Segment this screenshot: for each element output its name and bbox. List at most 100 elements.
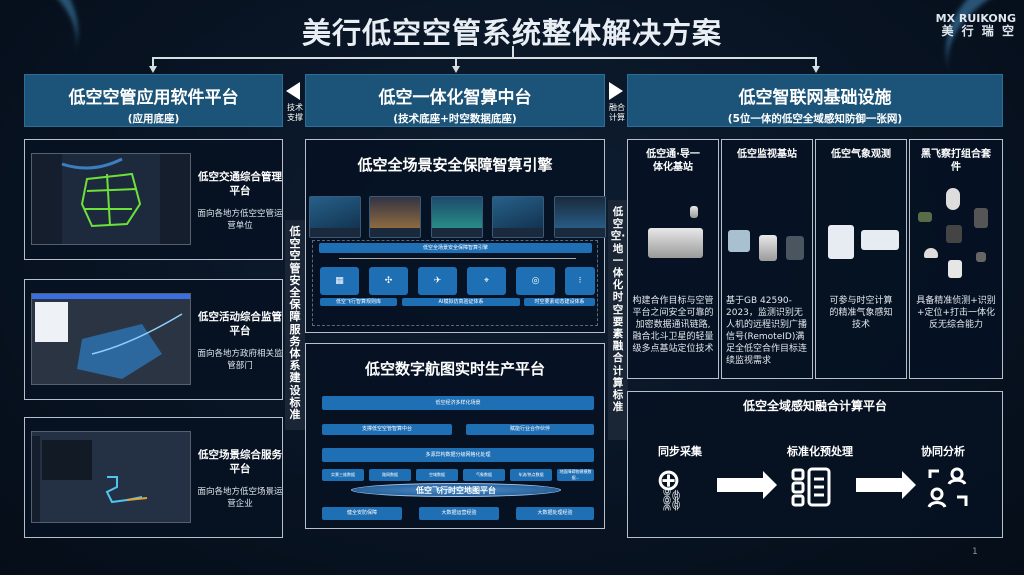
infra-desc: 基于GB 42590-2023，监测识别无人机的远程识别广播信号(RemoteI…	[726, 296, 808, 366]
header-title: 低空智联网基础设施	[738, 88, 892, 108]
vertical-standard-right: 低空空·地一体化时空要素融合计算标准	[608, 200, 628, 440]
connector-label-right: 融合计算	[609, 103, 625, 122]
engine-tile	[431, 196, 483, 238]
arrow-left-icon	[286, 82, 300, 100]
infra-title: 低空气象观测	[831, 149, 891, 160]
device-image	[728, 230, 750, 252]
device-image	[976, 252, 986, 262]
connector-line	[512, 46, 514, 57]
layer-support: 支撑低空空管智算中台	[322, 424, 452, 435]
device-image	[974, 208, 988, 228]
engine-module: ✈	[418, 267, 457, 295]
infra-desc: 构建合作目标与空管平台之间安全可靠的加密数据通讯链路,融合北斗卫星的轻量级多点基…	[632, 296, 714, 354]
screenshot-supervision-map	[31, 293, 191, 385]
fusion-platform-panel: 低空全域感知融合计算平台	[627, 391, 1003, 538]
connector-line	[455, 57, 457, 67]
engine-module: ⁝	[565, 267, 595, 295]
infra-title: 低空监视基站	[737, 149, 797, 160]
data-source: 路网数据	[369, 469, 411, 481]
engine-bottom-bar: 时空要素动态建设体系	[524, 298, 595, 306]
header-compute-platform: 低空一体化智算中台 (技术底座+时空数据底座)	[305, 74, 605, 127]
connector-line	[152, 57, 154, 67]
arrow-right-icon	[856, 471, 916, 499]
header-title: 低空一体化智算中台	[378, 88, 532, 108]
step-label: 标准化预处理	[787, 445, 853, 458]
platform-card-supervision[interactable]: 低空活动综合监管平台 面向各地方政府相关监管部门	[24, 279, 283, 400]
map-platform-title: 低空数字航图实时生产平台	[364, 360, 545, 378]
infra-desc: 可参与时空计算的精准气象感知技术	[829, 296, 893, 330]
infra-desc: 具备精准侦测+识别+定位+打击一体化反无综合能力	[916, 296, 996, 330]
header-app-platform: 低空空管应用软件平台 (应用底座)	[24, 74, 283, 127]
device-image	[946, 225, 962, 243]
engine-title: 低空全场景安全保障智算引擎	[357, 156, 553, 174]
header-infrastructure: 低空智联网基础设施(5位一体的低空全域感知防御一张网)	[627, 74, 1003, 127]
map-platform-panel: 低空数字航图实时生产平台 低空经济多样化场景 支撑低空空管智算中台 赋能行业合作…	[305, 343, 605, 529]
screenshot-traffic-map	[31, 153, 191, 245]
sync-collect-icon: ⊕	[656, 463, 682, 498]
engine-bottom-bar: AI模拟仿真验证体系	[402, 298, 520, 306]
platform-desc: 面向各地方政府相关监管部门	[197, 349, 283, 371]
connector-label-left: 技术支撑	[287, 103, 303, 122]
engine-module: ✣	[369, 267, 408, 295]
device-image	[690, 206, 698, 218]
engine-tile	[309, 196, 361, 238]
data-source: 实景三维数据	[322, 469, 364, 481]
infra-weather-observation: 低空气象观测 可参与时空计算的精准气象感知技术	[815, 139, 907, 379]
engine-module: ◎	[516, 267, 555, 295]
arrow-down-icon	[149, 66, 157, 73]
device-image	[759, 235, 777, 261]
data-source: 气象数据	[463, 469, 505, 481]
device-image	[924, 248, 938, 258]
layer-enable: 赋能行业合作伙伴	[466, 424, 594, 435]
platform-card-traffic[interactable]: 低空交通综合管理平台 面向各地方低空空管运营单位	[24, 139, 283, 260]
arrow-down-icon	[452, 66, 460, 73]
foundation-item: 大数据处理经验	[516, 507, 594, 520]
platform-desc: 面向各地方低空场景运营企业	[197, 487, 283, 509]
arrow-right-icon	[609, 82, 623, 100]
device-image	[861, 230, 899, 250]
connector-line	[815, 57, 817, 67]
logo-cn: 美 行 瑞 空	[941, 24, 1016, 38]
preprocess-icon	[791, 466, 833, 508]
page-title: 美行低空空管系统整体解决方案	[301, 16, 722, 50]
layer-processing: 多源异构数据分级网格化处理	[322, 448, 594, 462]
step-label: 同步采集	[658, 445, 702, 458]
page-number: 1	[972, 547, 978, 557]
engine-tile	[554, 196, 606, 238]
platform-title: 低空活动综合监管平台	[198, 311, 282, 337]
fusion-title: 低空全域感知融合计算平台	[742, 399, 887, 413]
infra-comm-nav-station: 低空通·导一体化基站 构建合作目标与空管平台之间安全可靠的加密数据通讯链路,融合…	[627, 139, 719, 379]
arrow-down-icon	[812, 66, 820, 73]
device-image	[946, 188, 960, 210]
engine-bottom-bar: 低空飞行智算规则库	[320, 298, 397, 306]
platform-desc: 面向各地方低空空管运营单位	[197, 209, 283, 231]
header-title: 低空空管应用软件平台	[68, 88, 239, 108]
device-image	[948, 260, 962, 278]
connector-line	[152, 57, 816, 59]
device-image	[918, 212, 932, 222]
link-icon: ⛓	[659, 488, 685, 512]
infra-surveillance-station: 低空监视基站 基于GB 42590-2023，监测识别无人机的远程识别广播信号(…	[721, 139, 813, 379]
data-source: 地面障碍物建模数据...	[557, 469, 594, 481]
platform-title: 低空交通综合管理平台	[198, 171, 282, 197]
arrow-right-icon	[717, 471, 777, 499]
infra-counter-drone-kit: 黑飞察打组合套件 具备精准侦测+识别+定位+打击一体化反无综合能力	[909, 139, 1003, 379]
header-subtitle: (技术底座+时空数据底座)	[393, 113, 517, 125]
device-image	[828, 225, 854, 259]
screenshot-scenario-map	[31, 431, 191, 523]
data-source: 空域数据	[416, 469, 458, 481]
header-subtitle: (应用底座)	[127, 113, 180, 125]
foundation-item: 大数据运营经验	[419, 507, 499, 520]
foundation-item: 健全安防保障	[322, 507, 402, 520]
step-label: 协同分析	[921, 445, 965, 458]
engine-diagram-frame	[312, 240, 598, 326]
engine-module: ▦	[320, 267, 359, 295]
vertical-standard-left: 低空空管安全保障服务体系建设标准	[285, 220, 305, 430]
layer-scenarios: 低空经济多样化场景	[322, 396, 594, 410]
platform-card-scenario[interactable]: 低空场景综合服务平台 面向各地方低空场景运营企业	[24, 417, 283, 538]
infra-title: 黑飞察打组合套件	[921, 149, 991, 173]
infra-title: 低空通·导一体化基站	[646, 149, 700, 173]
engine-top-bar: 低空全场景安全保障智算引擎	[319, 243, 592, 253]
engine-panel: 低空全场景安全保障智算引擎 低空全场景安全保障智算引擎 ▦ ✣ ✈ ⌖ ◎ ⁝ …	[305, 139, 606, 333]
